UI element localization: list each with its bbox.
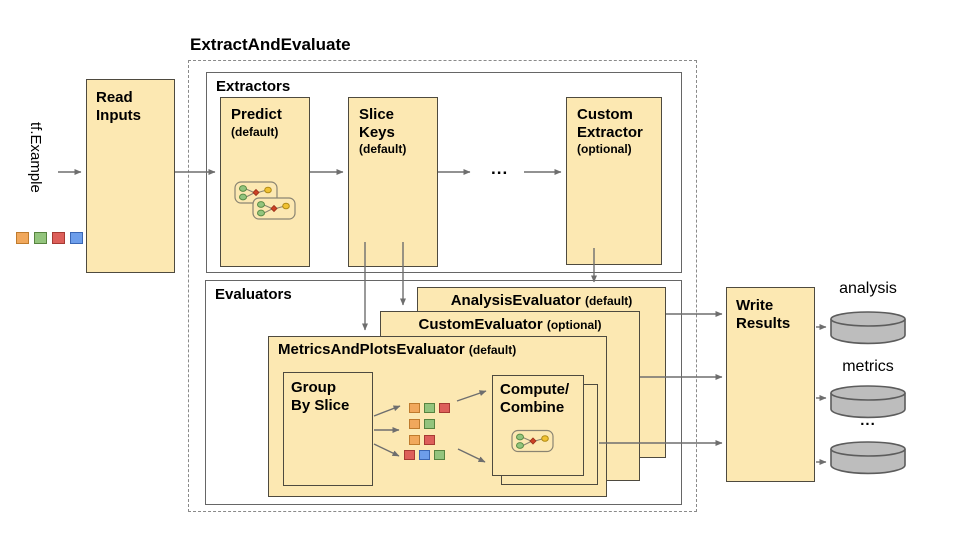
pipeline-title: ExtractAndEvaluate [190, 35, 351, 54]
model-graph-icon [234, 181, 296, 220]
extractors-label: Extractors [216, 78, 291, 95]
orange-data-square [409, 403, 420, 413]
slice-squares-row [409, 419, 435, 429]
database-icon [830, 311, 906, 345]
read-inputs-box: Read Inputs [86, 79, 175, 273]
custom-evaluator-title: CustomEvaluator (optional) [418, 316, 602, 333]
green-data-square [434, 450, 445, 460]
outputs-ellipsis: ... [860, 412, 876, 429]
custom-extractor-qualifier: (optional) [577, 142, 632, 157]
custom-extractor-box: Custom Extractor (optional) [566, 97, 662, 265]
slice-keys-extractor-box: Slice Keys (default) [348, 97, 438, 267]
predict-qualifier: (default) [231, 124, 279, 139]
custom-extractor-label: Custom Extractor [577, 106, 643, 141]
red-data-square [424, 435, 435, 445]
output-label-metrics: metrics [842, 358, 894, 375]
predict-extractor-box: Predict (default) [220, 97, 310, 267]
input-label: tf.Example [27, 122, 44, 193]
output-label-analysis: analysis [839, 280, 897, 297]
evaluators-label: Evaluators [215, 286, 292, 303]
green-data-square [424, 419, 435, 429]
orange-data-square [16, 232, 29, 244]
compute-combine-label: Compute/ Combine [500, 381, 570, 416]
group-by-slice-box: Group By Slice [283, 372, 373, 486]
slice-squares-row [409, 403, 450, 413]
green-data-square [34, 232, 47, 244]
database-icon [830, 441, 906, 475]
metrics-evaluator-qualifier: (default) [468, 343, 517, 357]
slice-keys-qualifier: (default) [359, 142, 407, 157]
analysis-evaluator-qualifier: (default) [584, 294, 633, 308]
slice-squares-row [409, 435, 435, 445]
compute-combine-box: Compute/ Combine [492, 375, 584, 476]
extractors-ellipsis: ... [491, 159, 509, 178]
slice-squares-row [404, 450, 445, 460]
combine-graph-icon [511, 429, 554, 453]
input-data-squares [16, 232, 83, 244]
extract-and-evaluate-container [188, 60, 697, 512]
read-inputs-label: Read Inputs [96, 89, 141, 124]
predict-label: Predict [231, 106, 282, 123]
red-data-square [404, 450, 415, 460]
blue-data-square [419, 450, 430, 460]
analysis-evaluator-title: AnalysisEvaluator (default) [450, 292, 633, 309]
write-results-label: Write Results [736, 297, 791, 332]
orange-data-square [409, 419, 420, 429]
red-data-square [439, 403, 450, 413]
metrics-evaluator-title: MetricsAndPlotsEvaluator (default) [278, 341, 517, 358]
green-data-square [424, 403, 435, 413]
group-by-slice-label: Group By Slice [291, 379, 350, 414]
red-data-square [52, 232, 65, 244]
blue-data-square [70, 232, 83, 244]
orange-data-square [409, 435, 420, 445]
custom-evaluator-qualifier: (optional) [546, 318, 602, 332]
slice-keys-label: Slice Keys [359, 106, 395, 141]
write-results-box: Write Results [726, 287, 815, 482]
database-icon [830, 385, 906, 419]
